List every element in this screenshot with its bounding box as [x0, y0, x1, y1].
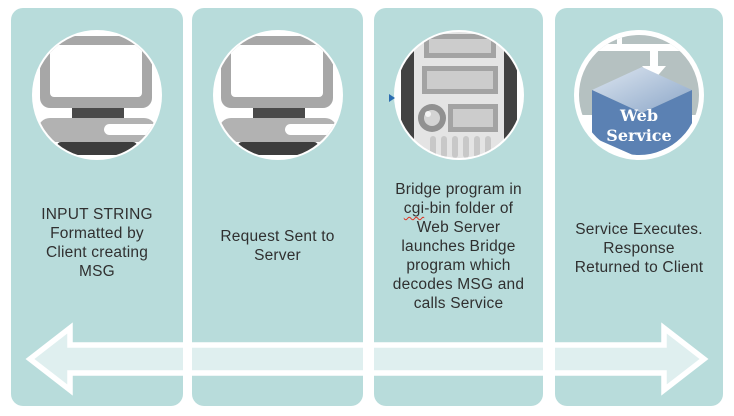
- server-request-computer-icon: [212, 30, 343, 160]
- computer-icon: [212, 30, 343, 160]
- cursor-pointer-artifact: [389, 94, 395, 102]
- panel-caption: Service Executes. Response Returned to C…: [574, 221, 704, 276]
- web-service-icon: Web Service: [574, 30, 704, 160]
- panel-caption: Request Sent to Server: [220, 228, 335, 264]
- web-service-cloud-cube-icon: [574, 30, 704, 160]
- web-server-icon: [393, 30, 524, 160]
- panel-client-input: INPUT STRING Formatted by Client creatin…: [11, 8, 183, 406]
- bidirectional-flow-arrow: [25, 322, 709, 396]
- cube-front-face: [592, 90, 692, 155]
- server-tower-icon: [393, 30, 524, 160]
- panel-caption: Bridge program in cgi-bin folder of Web …: [392, 181, 525, 312]
- panel-service-executes: Web Service Service Executes. Response R…: [555, 8, 723, 406]
- panel-bridge-program: Bridge program in cgi-bin folder of Web …: [374, 8, 543, 406]
- client-computer-icon: [32, 30, 162, 160]
- download-arrow-shaft: [650, 51, 658, 67]
- panel-caption: INPUT STRING Formatted by Client creatin…: [41, 206, 153, 280]
- web-service-cube-label: Web Service: [606, 106, 672, 145]
- computer-icon: [32, 30, 162, 160]
- spellcheck-underline: cgi: [403, 200, 425, 217]
- panel-request-sent: Request Sent to Server: [192, 8, 363, 406]
